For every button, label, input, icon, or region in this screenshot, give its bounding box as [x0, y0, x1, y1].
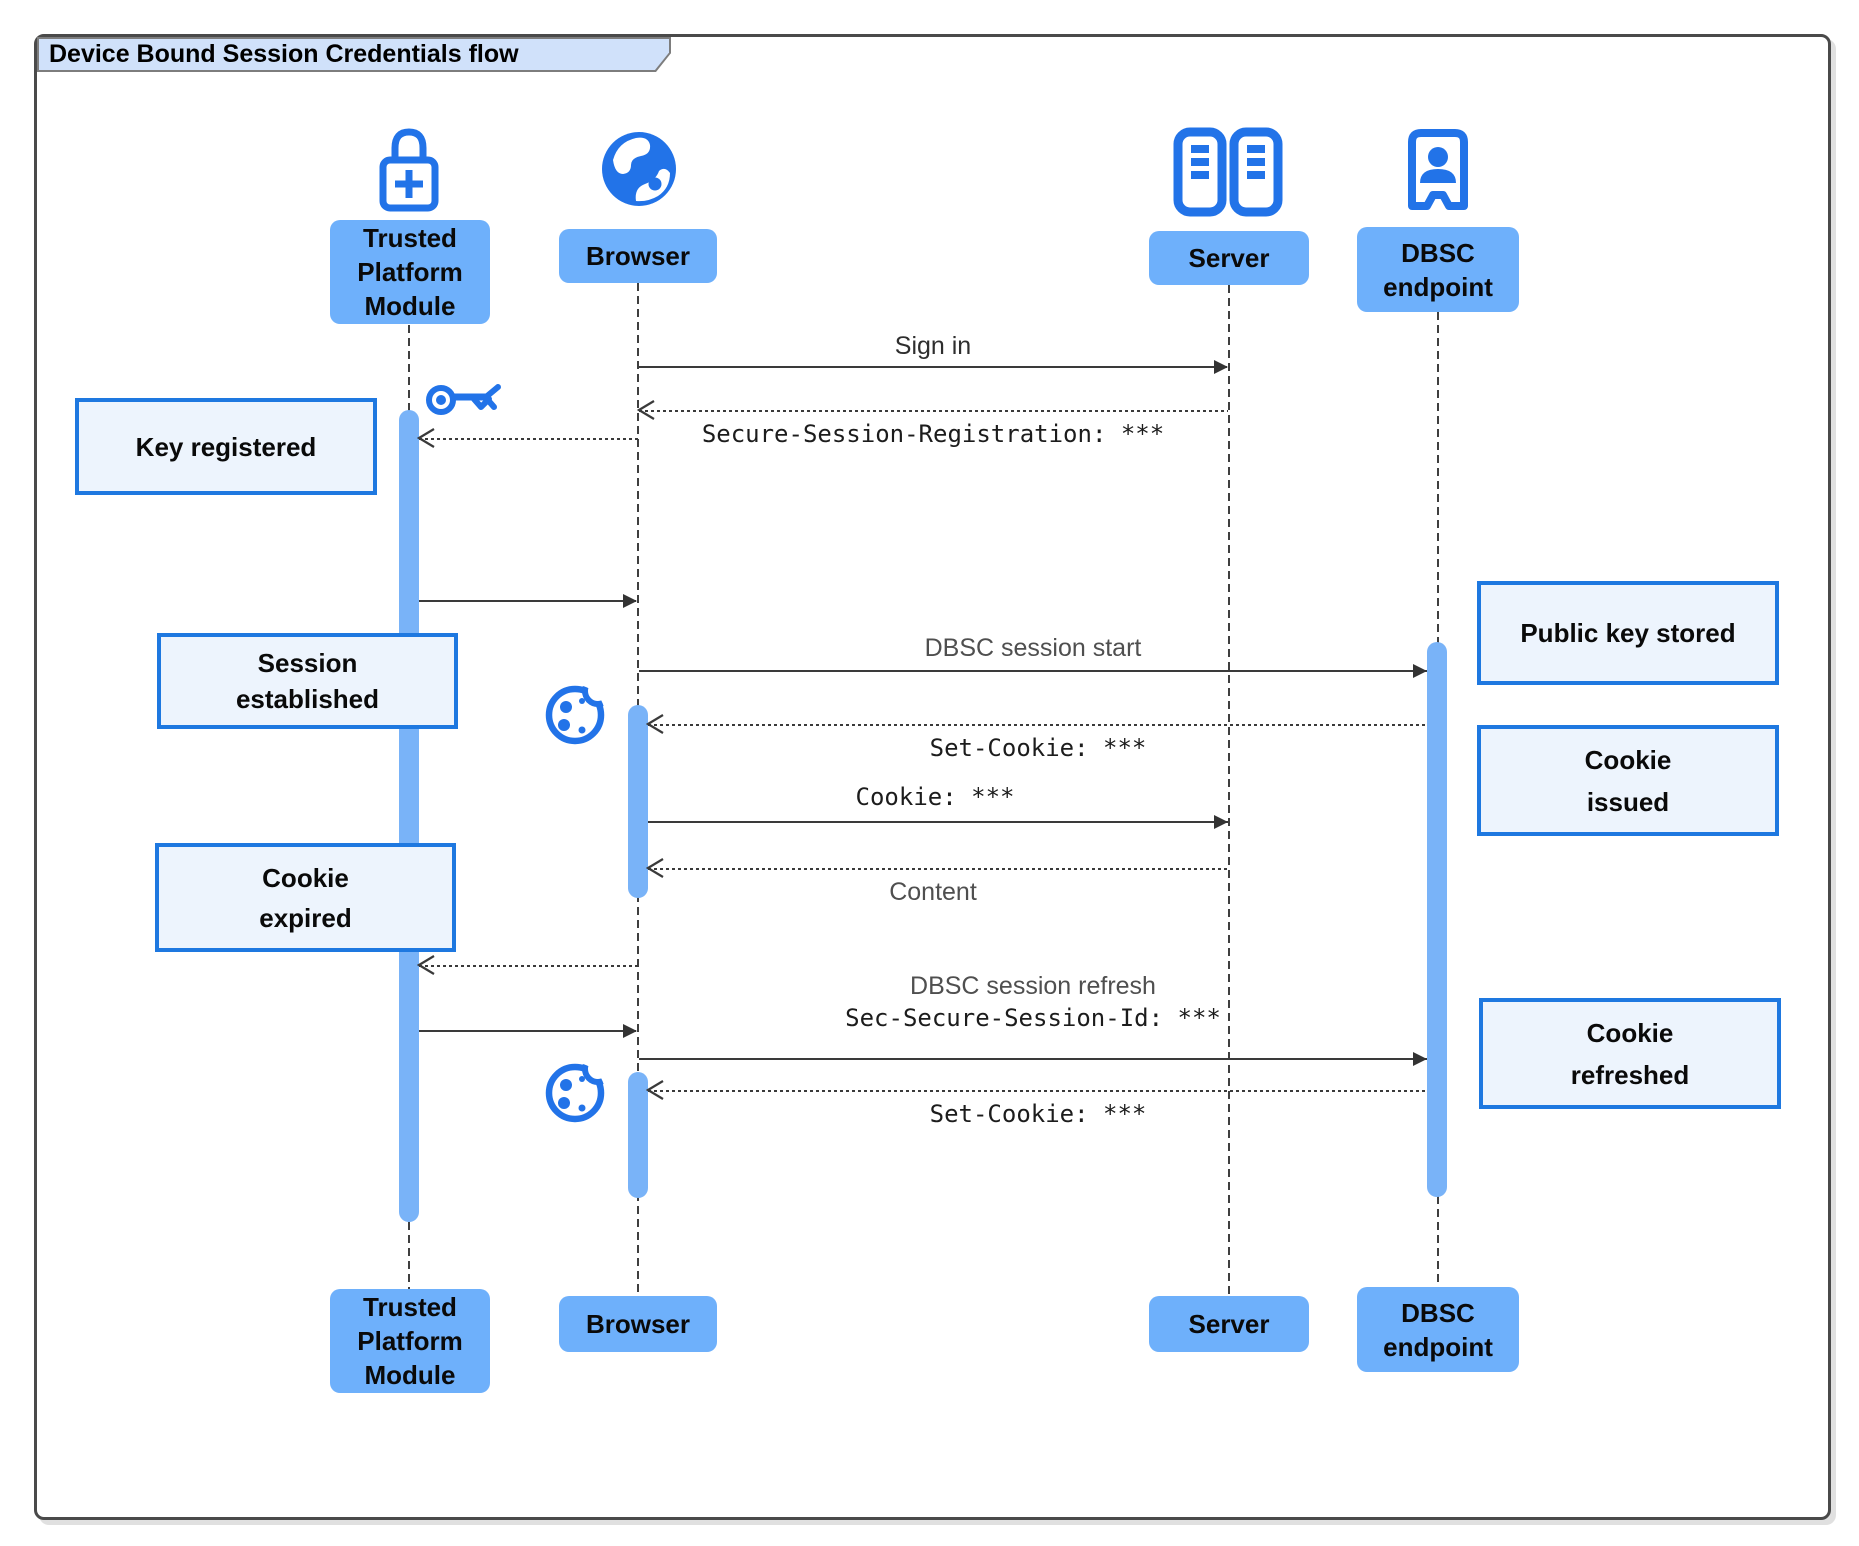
open-arrowhead-icon: [637, 400, 655, 420]
booth-person-icon: [1408, 129, 1468, 210]
globe-icon: [602, 132, 676, 206]
participant-server-top: Server: [1149, 231, 1309, 285]
server-racks-icon: [1173, 127, 1283, 217]
participant-dbsc-top: DBSC endpoint: [1357, 227, 1519, 312]
tpm-activation-bar: [399, 410, 419, 1222]
message-label-sec-secure-session-id: Sec-Secure-Session-Id: ***: [845, 1004, 1221, 1032]
dbsc-activation-bar: [1427, 642, 1447, 1197]
filled-arrowhead-icon: [1413, 664, 1427, 678]
message-arrow-set-cookie-2: [648, 1090, 1427, 1092]
filled-arrowhead-icon: [1413, 1052, 1427, 1066]
note-cookie-issued: Cookie issued: [1477, 725, 1779, 836]
message-arrow-dbsc-session-refresh: [639, 1058, 1427, 1060]
message-arrow-set-cookie-1: [648, 724, 1427, 726]
participant-server-bottom: Server: [1149, 1296, 1309, 1352]
message-arrow-dbsc-session-start: [639, 670, 1427, 672]
participant-tpm-bottom: Trusted Platform Module: [330, 1289, 490, 1393]
message-label-sign-in: Sign in: [894, 332, 972, 360]
diagram-frame: [34, 34, 1831, 1520]
message-label-content: Content: [889, 878, 977, 906]
message-arrow-signature-ready: [419, 1030, 636, 1032]
participant-browser-bottom: Browser: [559, 1296, 717, 1352]
cookie-icon: [545, 1063, 605, 1123]
note-key-registered: Key registered: [75, 398, 377, 495]
open-arrowhead-icon: [417, 428, 435, 448]
message-label-secure-session-registration: Secure-Session-Registration: ***: [701, 420, 1165, 448]
open-arrowhead-icon: [646, 858, 664, 878]
message-label-cookie: Cookie: ***: [855, 783, 1015, 811]
note-public-key-stored: Public key stored: [1477, 581, 1779, 685]
message-label-set-cookie-1: Set-Cookie: ***: [929, 734, 1147, 762]
diagram-title: Device Bound Session Credentials flow: [49, 40, 519, 68]
participant-tpm-top: Trusted Platform Module: [330, 220, 490, 324]
open-arrowhead-icon: [646, 714, 664, 734]
filled-arrowhead-icon: [1214, 360, 1228, 374]
message-arrow-content: [648, 868, 1228, 870]
message-arrow-key-ready: [419, 600, 636, 602]
lock-plus-icon: [379, 128, 439, 212]
filled-arrowhead-icon: [623, 594, 637, 608]
note-cookie-refreshed: Cookie refreshed: [1479, 998, 1781, 1109]
note-cookie-expired: Cookie expired: [155, 843, 456, 952]
key-icon: [426, 384, 501, 415]
message-arrow-sign-in: [639, 366, 1227, 368]
cookie-icon: [545, 685, 605, 745]
filled-arrowhead-icon: [623, 1024, 637, 1038]
message-arrow-request-signature: [419, 965, 638, 967]
open-arrowhead-icon: [646, 1080, 664, 1100]
server-lifeline: [1228, 285, 1230, 1296]
open-arrowhead-icon: [417, 955, 435, 975]
diagram-title-tab: Device Bound Session Credentials flow: [37, 37, 671, 72]
browser-activation-bar-1: [628, 705, 648, 898]
filled-arrowhead-icon: [1214, 815, 1228, 829]
message-label-dbsc-session-refresh: DBSC session refresh: [910, 972, 1156, 1000]
message-label-dbsc-session-start: DBSC session start: [924, 634, 1142, 662]
message-arrow-register-key: [419, 438, 638, 440]
message-label-set-cookie-2: Set-Cookie: ***: [929, 1100, 1147, 1128]
participant-browser-top: Browser: [559, 229, 717, 283]
participant-dbsc-bottom: DBSC endpoint: [1357, 1287, 1519, 1372]
note-session-established: Session established: [157, 633, 458, 729]
message-arrow-secure-session-registration: [639, 410, 1228, 412]
message-arrow-cookie: [648, 821, 1228, 823]
browser-activation-bar-2: [628, 1072, 648, 1198]
